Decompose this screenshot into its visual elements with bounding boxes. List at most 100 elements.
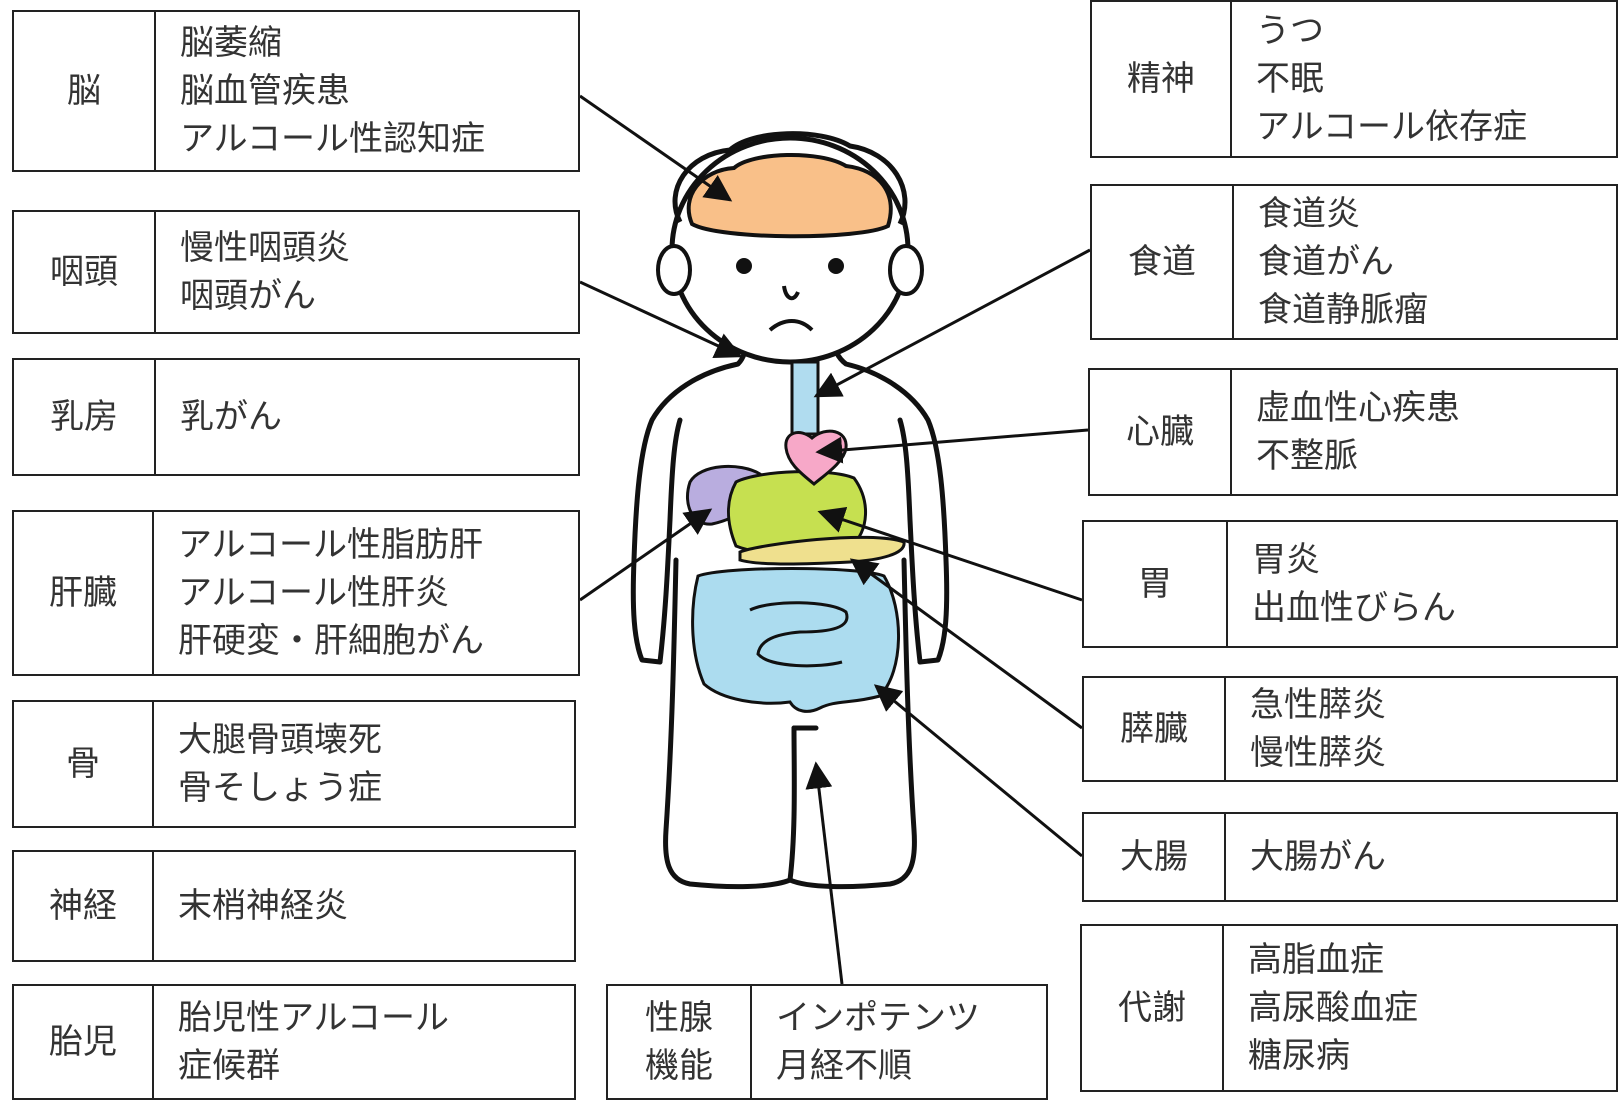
condition-item: 脳萎縮	[180, 23, 282, 63]
condition-item: 急性膵炎	[1250, 685, 1386, 725]
organ-label-line: 性腺	[645, 998, 713, 1038]
condition-list: うつ 不眠 アルコール依存症	[1232, 2, 1527, 156]
condition-item: アルコール性脂肪肝	[178, 525, 483, 565]
arrow-liver	[579, 508, 713, 602]
condition-item: 不整脈	[1256, 436, 1358, 476]
condition-item: 食道炎	[1258, 194, 1360, 234]
condition-item: 虚血性心疾患	[1256, 388, 1460, 428]
organ-label: 骨	[14, 702, 154, 826]
condition-list: 胎児性アルコール 症候群	[154, 986, 449, 1098]
condition-list: 食道炎 食道がん 食道静脈瘤	[1234, 186, 1428, 338]
organ-label: 精神	[1092, 2, 1232, 156]
organ-label-line: 機能	[645, 1046, 713, 1086]
box-pancreas: 膵臓 急性膵炎 慢性膵炎	[1082, 676, 1618, 782]
condition-list: 胃炎 出血性びらん	[1228, 522, 1456, 646]
condition-item: 不眠	[1256, 59, 1324, 99]
arrow-pancreas	[849, 558, 1083, 730]
condition-item: 骨そしょう症	[178, 768, 382, 808]
condition-list: 脳萎縮 脳血管疾患 アルコール性認知症	[156, 12, 485, 170]
box-mind: 精神 うつ 不眠 アルコール依存症	[1090, 0, 1618, 158]
organ-label: 胎児	[14, 986, 154, 1098]
arrow-gonad	[805, 761, 844, 985]
condition-item: 食道静脈瘤	[1258, 290, 1428, 330]
nose	[782, 285, 800, 301]
condition-item: 肝硬変・肝細胞がん	[178, 621, 484, 661]
arrow-heart	[815, 428, 1089, 464]
arrow-colon	[873, 684, 1083, 858]
condition-item: 大腿骨頭壊死	[178, 720, 382, 760]
box-brain: 脳 脳萎縮 脳血管疾患 アルコール性認知症	[12, 10, 580, 172]
condition-item: 脳血管疾患	[180, 71, 350, 111]
box-metabolism: 代謝 高脂血症 高尿酸血症 糖尿病	[1080, 924, 1618, 1092]
organ-label: 性腺 機能	[608, 986, 752, 1098]
arrow-esophagus	[813, 248, 1091, 398]
condition-list: 大腸がん	[1226, 814, 1386, 900]
condition-item: 胃炎	[1252, 540, 1320, 580]
box-pharynx: 咽頭 慢性咽頭炎 咽頭がん	[12, 210, 580, 334]
intestine-shape	[691, 567, 900, 713]
box-stomach: 胃 胃炎 出血性びらん	[1082, 520, 1618, 648]
condition-item: 咽頭がん	[180, 276, 316, 316]
condition-item: 高脂血症	[1248, 940, 1384, 980]
condition-item: 慢性咽頭炎	[180, 228, 350, 268]
condition-item: 出血性びらん	[1252, 588, 1456, 628]
box-nerve: 神経 末梢神経炎	[12, 850, 576, 962]
condition-item: 大腸がん	[1250, 837, 1386, 877]
box-esophagus: 食道 食道炎 食道がん 食道静脈瘤	[1090, 184, 1618, 340]
head	[656, 131, 924, 365]
organ-label: 脳	[14, 12, 156, 170]
organ-label: 胃	[1084, 522, 1228, 646]
arrow-brain	[579, 94, 733, 202]
condition-item: 糖尿病	[1248, 1036, 1350, 1076]
organ-label: 膵臓	[1084, 678, 1226, 780]
condition-item: アルコール性認知症	[180, 119, 485, 159]
condition-item: 慢性膵炎	[1250, 733, 1386, 773]
condition-item: うつ	[1256, 11, 1324, 51]
condition-item: 乳がん	[180, 397, 282, 437]
condition-item: 高尿酸血症	[1248, 988, 1418, 1028]
box-colon: 大腸 大腸がん	[1082, 812, 1618, 902]
box-bone: 骨 大腿骨頭壊死 骨そしょう症	[12, 700, 576, 828]
condition-item: アルコール依存症	[1256, 107, 1527, 147]
organ-label: 肝臓	[14, 512, 154, 674]
arrows	[579, 94, 1091, 985]
condition-list: インポテンツ 月経不順	[752, 986, 980, 1098]
condition-item: 末梢神経炎	[178, 886, 348, 926]
organ-label: 代謝	[1082, 926, 1224, 1090]
box-gonad: 性腺 機能 インポテンツ 月経不順	[606, 984, 1048, 1100]
body-outline	[630, 332, 950, 890]
esophagus-shape	[790, 360, 820, 436]
mouth	[768, 319, 814, 332]
condition-list: 虚血性心疾患 不整脈	[1232, 370, 1460, 494]
condition-list: 乳がん	[156, 360, 282, 474]
box-breast: 乳房 乳がん	[12, 358, 580, 476]
left-eye	[736, 258, 752, 274]
condition-item: アルコール性肝炎	[178, 573, 449, 613]
condition-item: 食道がん	[1258, 242, 1394, 282]
box-heart: 心臓 虚血性心疾患 不整脈	[1088, 368, 1618, 496]
condition-list: 末梢神経炎	[154, 852, 348, 960]
condition-item: 月経不順	[776, 1046, 912, 1086]
condition-list: アルコール性脂肪肝 アルコール性肝炎 肝硬変・肝細胞がん	[154, 512, 484, 674]
condition-item: 症候群	[178, 1046, 280, 1086]
brain-shape	[686, 153, 893, 239]
condition-item: インポテンツ	[776, 998, 980, 1038]
organ-label: 乳房	[14, 360, 156, 474]
box-fetus: 胎児 胎児性アルコール 症候群	[12, 984, 576, 1100]
condition-list: 慢性咽頭炎 咽頭がん	[156, 212, 350, 332]
organs	[685, 360, 906, 713]
condition-item: 胎児性アルコール	[178, 998, 449, 1038]
organ-label: 咽頭	[14, 212, 156, 332]
pancreas-shape	[738, 535, 906, 566]
condition-list: 大腿骨頭壊死 骨そしょう症	[154, 702, 382, 826]
organ-label: 食道	[1092, 186, 1234, 338]
small-intestine-loops	[749, 601, 849, 668]
arrow-pharynx	[579, 280, 743, 359]
right-eye	[828, 258, 844, 274]
organ-label: 神経	[14, 852, 154, 960]
box-liver: 肝臓 アルコール性脂肪肝 アルコール性肝炎 肝硬変・肝細胞がん	[12, 510, 580, 676]
condition-list: 急性膵炎 慢性膵炎	[1226, 678, 1386, 780]
organ-label: 心臓	[1090, 370, 1232, 494]
arrow-stomach	[817, 506, 1083, 602]
